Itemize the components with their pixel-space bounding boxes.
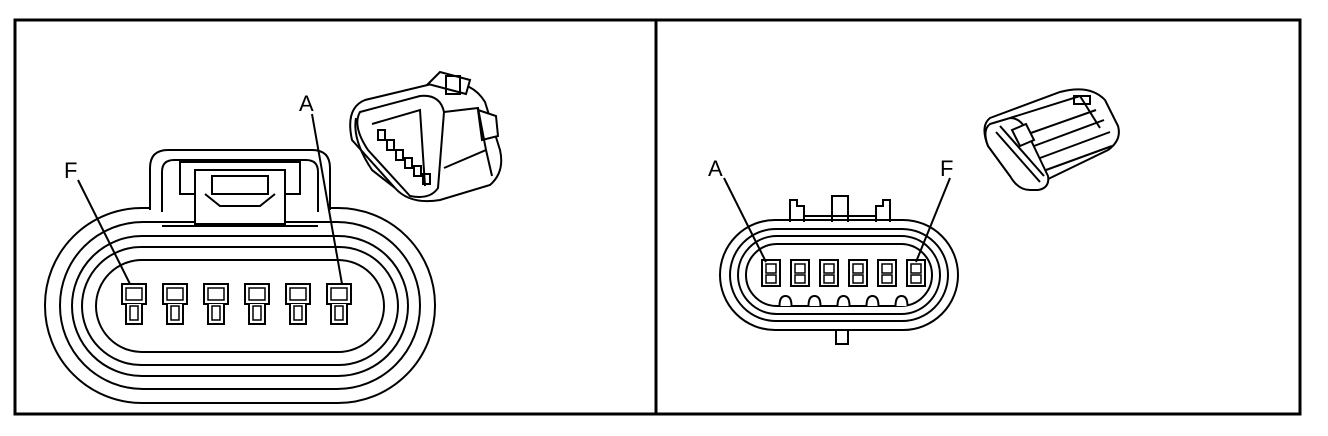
right-pin-cavities xyxy=(761,259,926,307)
right-keying-rib xyxy=(865,294,880,307)
left-connector-face-outer xyxy=(71,235,409,377)
left-pin-cavity xyxy=(244,283,270,325)
right-keying-rib xyxy=(836,294,851,307)
right-pin-cavity xyxy=(906,259,926,287)
right-label-first: A xyxy=(708,156,723,181)
right-keying-rib xyxy=(778,294,793,307)
left-label-first: F xyxy=(64,158,77,183)
left-3d-pins xyxy=(377,129,431,185)
right-panel-frame xyxy=(654,18,1302,416)
right-pin-cavity xyxy=(848,259,868,287)
right-label-last: F xyxy=(940,156,953,181)
left-pin-cavities xyxy=(121,283,352,325)
right-leader-f xyxy=(915,177,951,263)
left-lock-housing-inner xyxy=(161,159,319,212)
left-pin-cavity xyxy=(162,283,188,325)
left-connector-3d-view xyxy=(349,70,503,203)
left-connector-face-core xyxy=(95,259,385,353)
left-leader-a xyxy=(311,113,343,285)
right-top-post-1 xyxy=(789,199,805,222)
left-leader-f xyxy=(77,179,131,285)
left-pin-cavity xyxy=(203,283,229,325)
right-connector-inner-shell xyxy=(729,228,949,322)
left-connector-face-inner xyxy=(81,246,399,366)
right-pin-cavity xyxy=(819,259,839,287)
left-panel-frame xyxy=(13,18,658,416)
right-top-post-2 xyxy=(831,195,849,222)
left-label-last: A xyxy=(299,91,314,116)
left-lock-latch-ramp xyxy=(204,193,276,207)
right-bottom-key xyxy=(835,329,849,345)
right-top-post-3 xyxy=(875,199,891,222)
right-leader-a xyxy=(723,177,767,263)
right-keying-rib xyxy=(894,294,909,307)
right-pin-cavity xyxy=(790,259,810,287)
left-lock-latch-slot xyxy=(211,175,269,195)
right-connector-face xyxy=(737,235,941,315)
right-pin-cavity xyxy=(877,259,897,287)
left-pin-cavity xyxy=(121,283,147,325)
right-connector: A F xyxy=(708,156,959,345)
right-keying-rib xyxy=(807,294,822,307)
right-connector-3d-view xyxy=(983,88,1120,191)
left-connector: F A xyxy=(44,91,436,404)
right-pin-cavity xyxy=(761,259,781,287)
left-pin-cavity xyxy=(326,283,352,325)
left-connector-outer-shell xyxy=(44,207,436,404)
left-pin-cavity xyxy=(285,283,311,325)
